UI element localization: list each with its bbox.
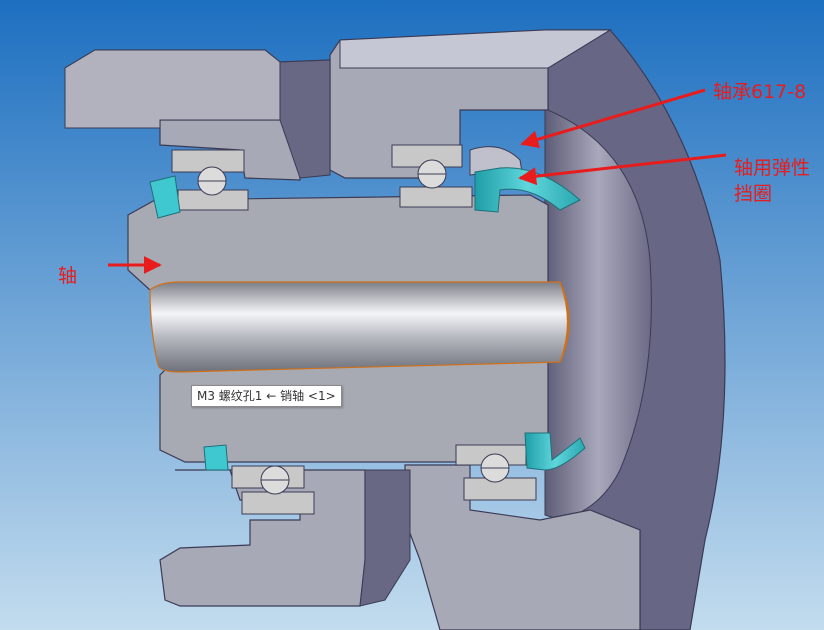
- label-circlip-line1: 轴用弹性: [734, 157, 811, 179]
- circlip-top-left: [149, 175, 181, 219]
- label-shaft: 轴: [58, 265, 78, 287]
- circlip-bottom-left: [203, 444, 229, 471]
- shaft-bore: [149, 281, 569, 373]
- bearing-bottom-right: [455, 444, 537, 501]
- label-circlip: 轴用弹性 挡圈: [734, 155, 810, 207]
- housing-left-bottom-side: [359, 469, 411, 607]
- housing-left-top-face: [64, 49, 281, 129]
- arrow-circlip: [518, 153, 727, 186]
- bore-edge: [559, 281, 570, 363]
- housing-right-face: [544, 103, 652, 521]
- housing-right-top-edge: [339, 29, 612, 69]
- feature-callout[interactable]: M3 螺纹孔1 ← 销轴 <1>: [191, 385, 342, 407]
- bearing-bottom-left: [231, 465, 315, 515]
- label-bearing: 轴承617-8: [713, 81, 807, 103]
- arrow-bearing: [520, 88, 706, 149]
- label-circlip-line2: 挡圈: [734, 183, 773, 205]
- housing-left-top-side: [279, 59, 331, 179]
- circlip-bottom-right: [524, 432, 586, 471]
- bearing-top-left: [171, 149, 249, 211]
